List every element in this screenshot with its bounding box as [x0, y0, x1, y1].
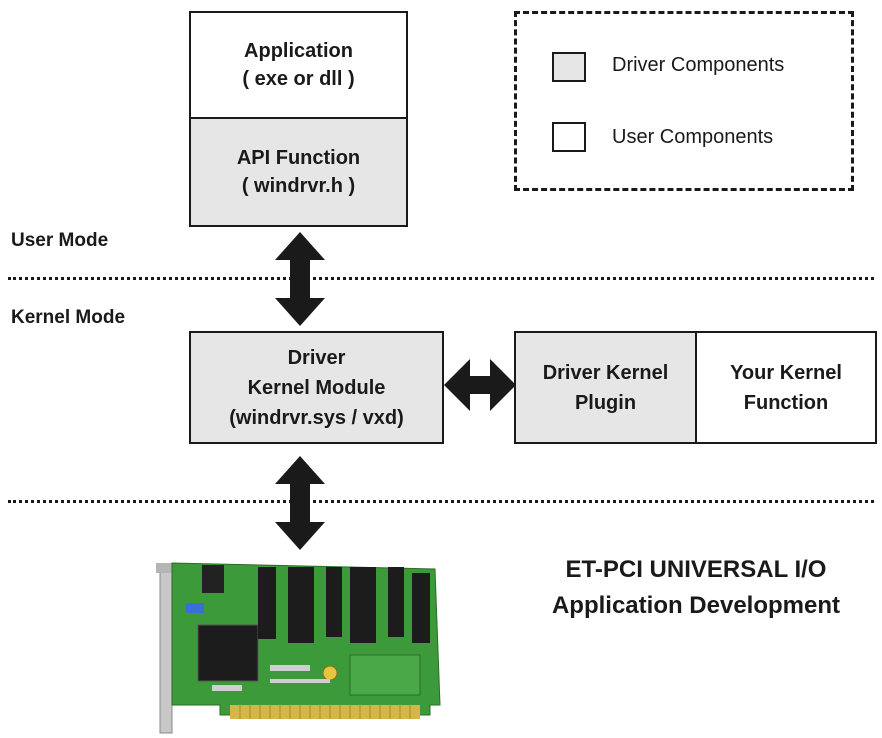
user-components-label: User Components — [612, 126, 774, 148]
kernel-hardware-divider — [8, 500, 874, 503]
application-subtitle: ( exe or dll ) — [242, 68, 355, 90]
driver-components-swatch — [552, 52, 586, 82]
application-title: Application — [244, 40, 353, 62]
caption-line2: Application Development — [551, 592, 841, 619]
user-kernel-divider — [8, 277, 874, 280]
user-components-swatch — [552, 122, 586, 152]
api-function-box: API Function ( windrvr.h ) — [189, 117, 408, 227]
pci-board-image — [156, 562, 441, 734]
driver-kernel-plugin-line2: Plugin — [574, 391, 637, 414]
your-kernel-function-line1: Your Kernel — [730, 361, 842, 384]
driver-kernel-plugin-line1: Driver Kernel — [542, 361, 669, 384]
driver-kernel-module-line3: (windrvr.sys / vxd) — [229, 406, 404, 429]
your-kernel-function-box: Your Kernel Function — [695, 331, 877, 444]
api-function-subtitle: ( windrvr.h ) — [241, 175, 356, 197]
kernel-hardware-arrow — [275, 456, 325, 550]
kernel-mode-label: Kernel Mode — [11, 307, 126, 328]
your-kernel-function-line2: Function — [743, 391, 829, 414]
user-kernel-arrow — [275, 232, 325, 326]
driver-kernel-module-box: Driver Kernel Module (windrvr.sys / vxd) — [189, 331, 444, 444]
user-mode-label: User Mode — [11, 230, 109, 251]
legend-box: Driver Components User Components — [514, 11, 854, 191]
driver-kernel-module-line1: Driver — [287, 346, 346, 369]
module-plugin-arrow — [444, 359, 516, 411]
api-function-title: API Function — [236, 147, 361, 169]
diagram-caption: ET-PCI UNIVERSAL I/O Application Develop… — [510, 552, 882, 624]
driver-components-label: Driver Components — [612, 54, 785, 76]
driver-kernel-plugin-box: Driver Kernel Plugin — [514, 331, 697, 444]
application-box: Application ( exe or dll ) — [189, 11, 408, 119]
caption-line1: ET-PCI UNIVERSAL I/O — [565, 556, 827, 583]
driver-kernel-module-line2: Kernel Module — [247, 376, 386, 399]
